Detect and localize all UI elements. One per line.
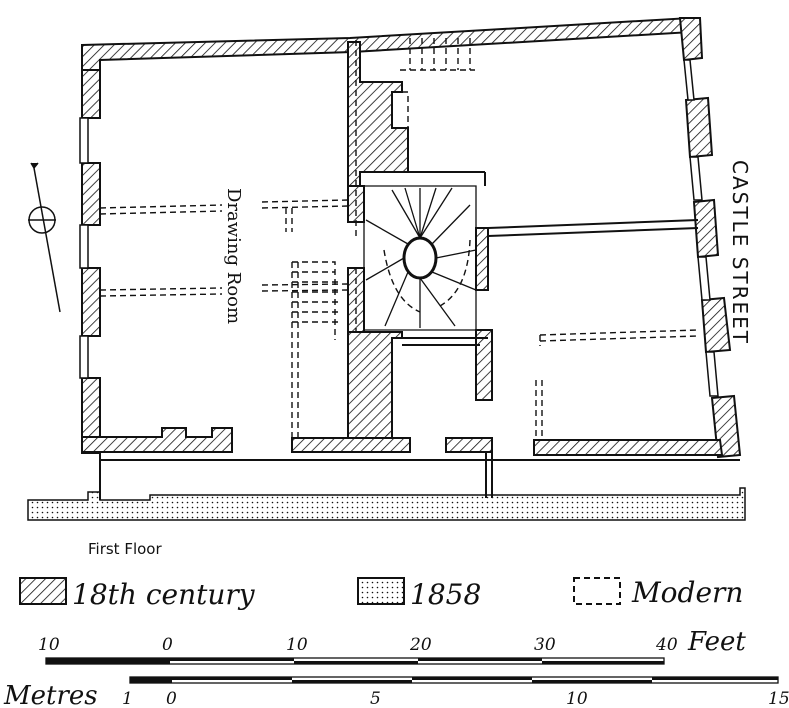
metres-tick-label: 10: [566, 689, 588, 708]
staircase: [363, 185, 477, 331]
wall-1858: [27, 487, 746, 521]
scale-bar-metres: Metres 1 0 5 10 15: [3, 676, 789, 708]
walls-18th-century: [81, 16, 742, 459]
legend-label-18th: 18th century: [72, 578, 256, 611]
feet-tick-label: 40: [655, 635, 678, 655]
modern-dashed-work: [99, 38, 699, 440]
windows: [79, 59, 719, 397]
feet-tick-label: 10: [286, 635, 308, 655]
feet-tick-label: 30: [534, 635, 556, 655]
metres-tick-label: 5: [370, 689, 381, 708]
feet-unit: Feet: [687, 627, 746, 657]
north-compass-icon: [28, 162, 61, 313]
street-label: CASTLE STREET: [728, 160, 752, 345]
legend-label-1858: 1858: [410, 578, 481, 611]
metres-tick-label: 1: [122, 689, 133, 708]
legend: 18th century 1858 Modern: [19, 576, 743, 611]
floor-label: First Floor: [88, 540, 162, 558]
scale-bar-feet: 10 0 10 20 30 40 Feet: [38, 627, 746, 665]
metres-unit: Metres: [3, 681, 98, 708]
metres-tick-label: 15: [768, 689, 789, 708]
legend-swatch-18th: [19, 577, 67, 605]
legend-swatch-1858: [357, 577, 405, 605]
room-label: Drawing Room: [223, 188, 244, 324]
feet-tick-label: 20: [409, 635, 432, 655]
legend-label-modern: Modern: [631, 576, 743, 609]
legend-swatch-modern: [573, 577, 621, 605]
feet-tick-label: 0: [162, 635, 173, 655]
partitions: [99, 171, 740, 500]
feet-tick-label: 10: [38, 635, 60, 655]
metres-tick-label: 0: [166, 689, 177, 708]
